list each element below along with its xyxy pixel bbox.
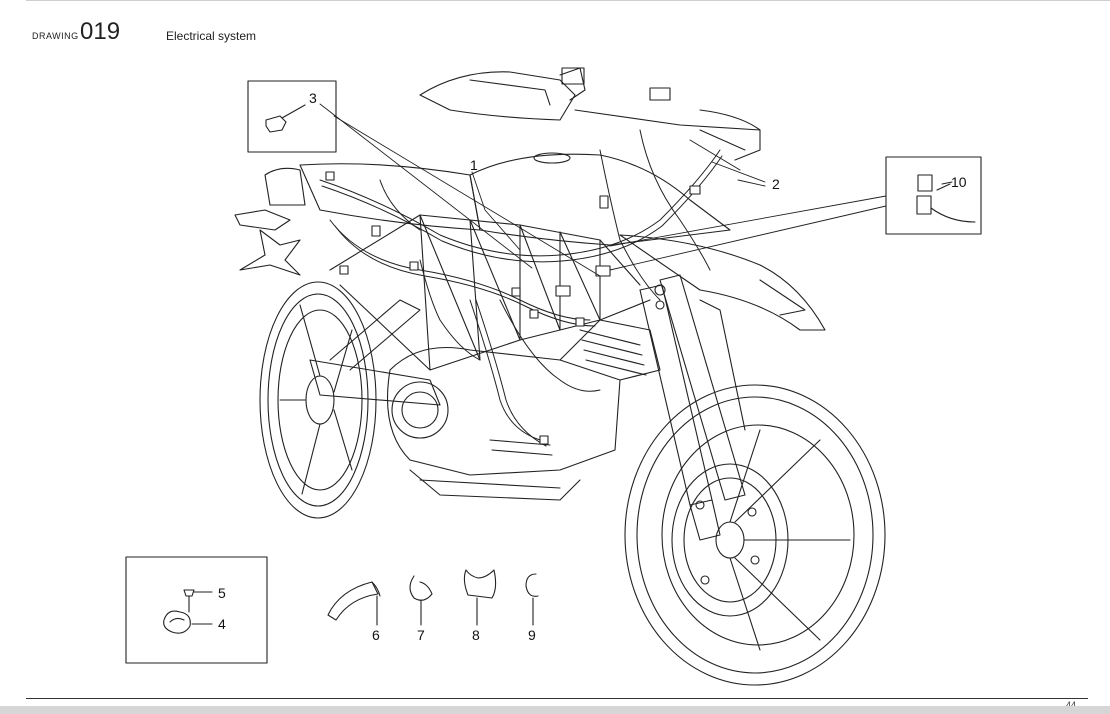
callout-10: 10: [951, 174, 967, 190]
callout-5: 5: [218, 585, 226, 601]
top-rule: [26, 0, 1110, 1]
swingarm: [309, 299, 441, 406]
trellis-frame: [329, 214, 651, 371]
front-fairing: [619, 234, 826, 331]
wiring-harness: [319, 129, 746, 447]
detail-box-part-10: [885, 156, 982, 235]
callout-2: 2: [772, 176, 780, 192]
front-wheel: [624, 384, 886, 686]
callout-9: 9: [528, 627, 536, 643]
fuel-tank: [299, 152, 731, 246]
callout-3: 3: [309, 90, 317, 106]
drawing-label: DRAWING: [32, 31, 79, 41]
detail-box-part-3: [247, 80, 337, 153]
bottom-rule: [26, 698, 1088, 699]
rear-wheel: [259, 281, 377, 519]
callout-4: 4: [218, 616, 226, 632]
callout-labels: 1 2 3 4 5 6 7 8 9 10: [218, 90, 967, 643]
handlebar: [419, 67, 761, 161]
tail-section: [234, 167, 306, 276]
harness-connectors: [325, 171, 701, 445]
leader-lines: [319, 103, 953, 277]
drawing-title: Electrical system: [166, 29, 257, 43]
page-edge: [0, 706, 1110, 714]
callout-6: 6: [372, 627, 380, 643]
page-number: 44: [1066, 700, 1077, 710]
callout-8: 8: [472, 627, 480, 643]
engine-block: [387, 319, 661, 501]
callout-7: 7: [417, 627, 425, 643]
callout-1: 1: [470, 157, 478, 173]
front-fork: [639, 274, 746, 541]
loose-parts: [327, 569, 539, 626]
detail-box-parts-4-5: [125, 556, 268, 664]
drawing-number: 019: [80, 18, 121, 45]
